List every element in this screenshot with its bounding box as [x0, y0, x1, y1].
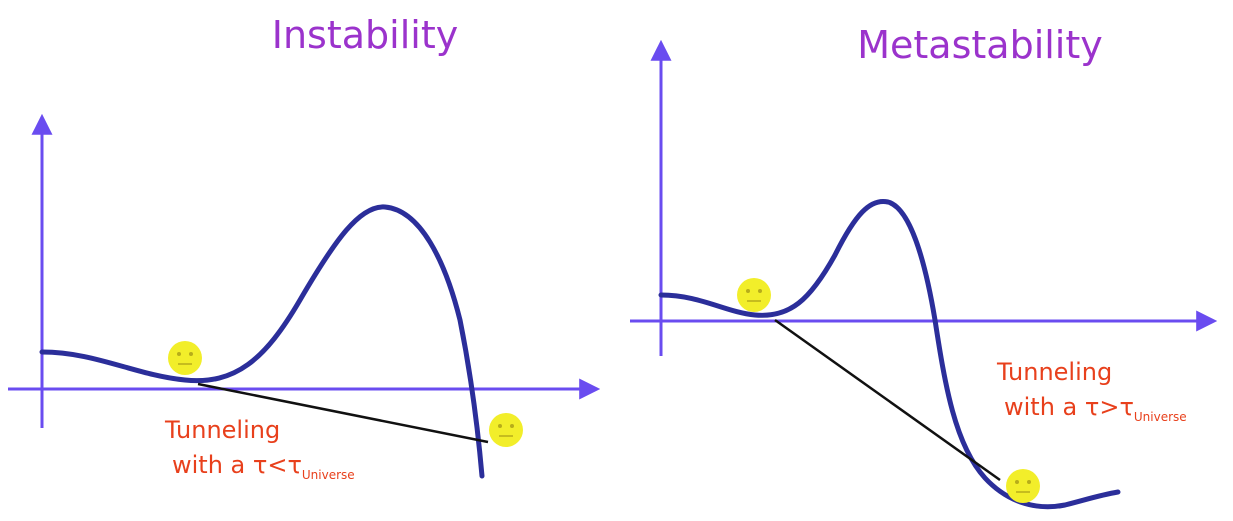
metastability-panel: Metastability Tunneling with a τ>τUniver…: [630, 23, 1218, 510]
instability-title: Instability: [272, 13, 458, 57]
smiley-face-icon: [488, 412, 524, 448]
instability-tau-label: with a τ<τUniverse: [172, 451, 355, 482]
instability-tunneling-label: Tunneling: [164, 416, 280, 444]
smiley-face-icon: [736, 277, 772, 313]
metastability-tunnel-path: [774, 318, 1001, 482]
smiley-face-icon: [1005, 468, 1041, 504]
metastability-tunneling-label: Tunneling: [996, 358, 1112, 386]
instability-tunnel-path: [197, 382, 489, 444]
metastability-potential-curve: [658, 198, 1121, 510]
smiley-face-icon: [167, 340, 203, 376]
metastability-tau-label: with a τ>τUniverse: [1004, 393, 1187, 424]
metastability-title: Metastability: [857, 23, 1103, 67]
instability-panel: Instability Tunneling with a τ<τUniverse: [8, 13, 601, 482]
instability-potential-curve: [39, 204, 485, 479]
